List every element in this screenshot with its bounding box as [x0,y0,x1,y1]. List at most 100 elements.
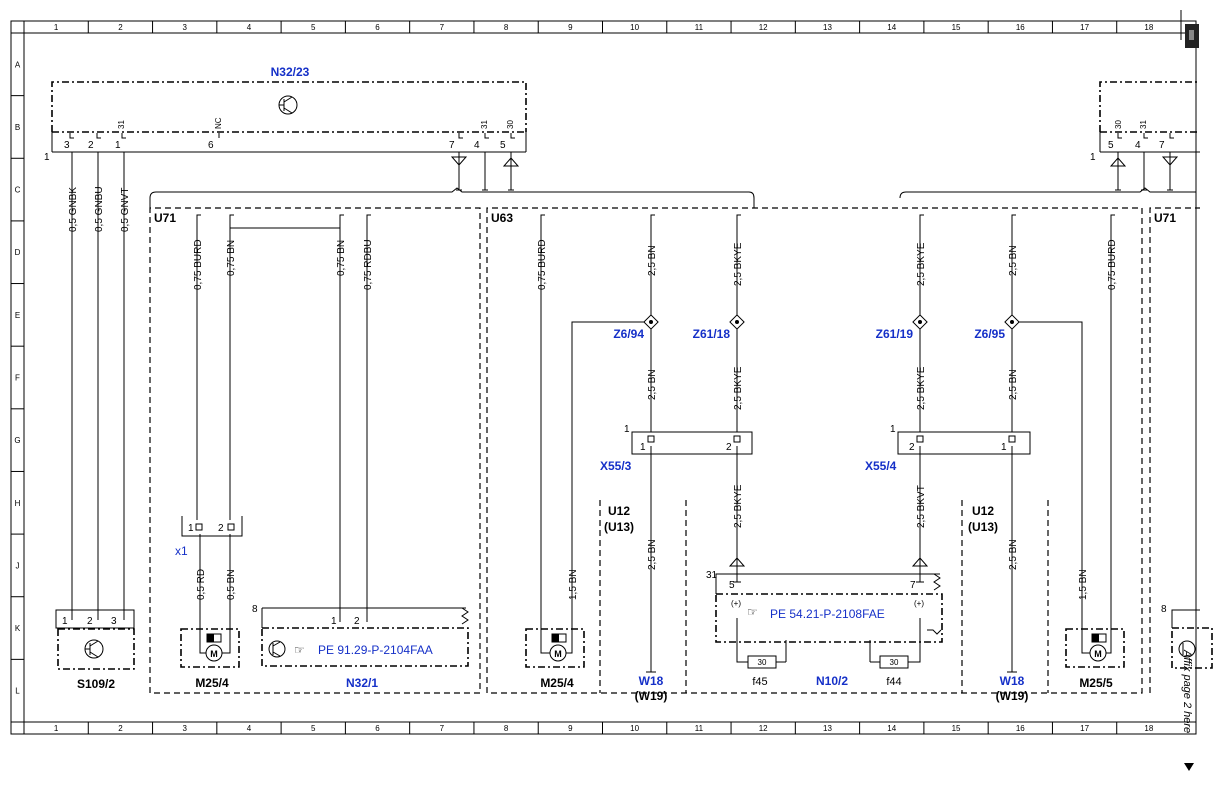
component-m25-4[interactable]: M [180,628,240,668]
grid-column-label: 9 [568,724,573,733]
component-n10-2[interactable]: ☞ [715,557,943,669]
grid-row-label: K [15,624,21,633]
pin-4: 4 [1135,140,1141,151]
reference-hand-icon: ☞ [747,605,758,619]
supply-arrow-icon [502,152,520,191]
wire-label: 0,75 BURD [537,239,548,290]
wire-label: 2,5 BKVT [916,485,927,528]
connector-x55-4[interactable] [897,431,1031,455]
pin-3: 3 [111,616,117,627]
grid-column-label: 11 [695,724,704,733]
grid-row-label: H [15,499,21,508]
wire-label: 2,5 BN [647,245,658,276]
terminal-nc: NC [214,117,223,129]
z6-95-label: Z6/95 [974,327,1005,341]
wire-label: 2,5 BKYE [916,366,927,410]
n32-23-label: N32/23 [271,65,310,79]
grid-frame: 1122334455667788991010111112121313141415… [10,20,1197,735]
u12-label: U12 [972,504,994,518]
wire-label: 0,5 GNBU [94,186,105,232]
component-m25-4[interactable]: M [525,628,585,668]
wire-label: 0,5 RD [196,569,207,600]
wire-label: 0,5 GNBK [68,187,79,232]
affix-note: Affix page 2 here [1181,649,1193,733]
wire-label: 2,5 BN [647,539,658,570]
group-u71-right [1149,207,1200,693]
pin-2: 2 [88,140,94,151]
wire-label: 2,5 BN [1008,245,1019,276]
grid-column-label: 18 [1144,724,1153,733]
n10-2-label: N10/2 [816,674,848,688]
w18-label: W18 [639,674,664,688]
reference-link[interactable]: PE 54.21-P-2108FAE [770,607,885,621]
grid-column-label: 17 [1080,724,1089,733]
u13-label: (U13) [604,520,634,534]
grid-column-label: 13 [823,23,832,32]
pin-1: 1 [640,442,646,453]
component-m25-5[interactable]: M [1065,628,1125,668]
grid-row-label: L [15,687,20,696]
reference-link[interactable]: PE 91.29-P-2104FAA [318,643,433,657]
page-corner-marker [1180,10,1199,48]
wire-label: 0,75 BN [336,240,347,276]
wire-label: 0,75 BURD [193,239,204,290]
wire-label: 0,75 BN [226,240,237,276]
pin-8: 8 [252,604,258,615]
pin-7: 7 [449,140,455,151]
svg-text:M: M [1094,649,1102,659]
grid-column-label: 16 [1016,724,1025,733]
grid-column-label: 8 [504,724,509,733]
ground-arrow-icon [1161,156,1179,166]
u13-label: (U13) [968,520,998,534]
connector-x55-3[interactable] [631,431,753,455]
pin-2: 2 [218,523,224,534]
f45-label: f45 [752,676,767,688]
component-n32-1[interactable]: ☞ [261,607,469,667]
grid-row-label: G [14,436,20,445]
grid-column-label: 8 [504,23,509,32]
grid-row-label: D [15,248,21,257]
pin-1: 1 [331,616,337,627]
wire-label: 2,5 BN [1008,369,1019,400]
component-s109-2[interactable] [55,609,135,670]
grid-column-label: 3 [182,23,187,32]
connector-x1[interactable] [181,516,243,537]
component-n32-23[interactable]: N32/23 [51,65,527,153]
pin-5: 5 [1108,140,1114,151]
conn-pin-label: 1 [624,424,630,435]
transistor-icon [278,95,298,115]
conn-pin-label: 1 [44,152,50,163]
conn-pin-label: 1 [1090,152,1096,163]
wire-label: 2,5 BKYE [916,242,927,286]
f44-label: f44 [886,676,901,688]
polarity-label: (+) [914,599,924,608]
u12-label: U12 [608,504,630,518]
pin-1: 1 [1001,442,1007,453]
wire-label: 0,5 GNVT [120,188,131,232]
splice-icon [729,314,745,330]
z61-19-label: Z61/19 [876,327,914,341]
splice-icon [1004,314,1020,330]
grid-row-label: J [16,561,20,570]
wire-label: 0,75 RDBU [363,239,374,290]
z6-94-label: Z6/94 [613,327,644,341]
grid-column-label: 1 [54,23,59,32]
x1-label: x1 [175,544,188,558]
wire-label: 1,5 BN [568,569,579,600]
svg-text:M: M [210,649,218,659]
pin-3: 3 [64,140,70,151]
svg-text:M: M [554,649,562,659]
grid-column-label: 5 [311,724,316,733]
terminal-31: 31 [706,570,718,581]
grid-column-label: 16 [1016,23,1025,32]
grid-column-label: 18 [1144,23,1153,32]
grid-column-label: 2 [118,724,123,733]
wire-label: 1,5 BN [1078,569,1089,600]
splice-icon [912,314,928,330]
pin-5: 5 [500,140,506,151]
grid-column-label: 10 [630,23,639,32]
arrow-down-icon [1184,763,1194,771]
m25-5-label: M25/5 [1079,676,1113,690]
grid-column-label: 14 [887,23,896,32]
pin-2: 2 [354,616,360,627]
